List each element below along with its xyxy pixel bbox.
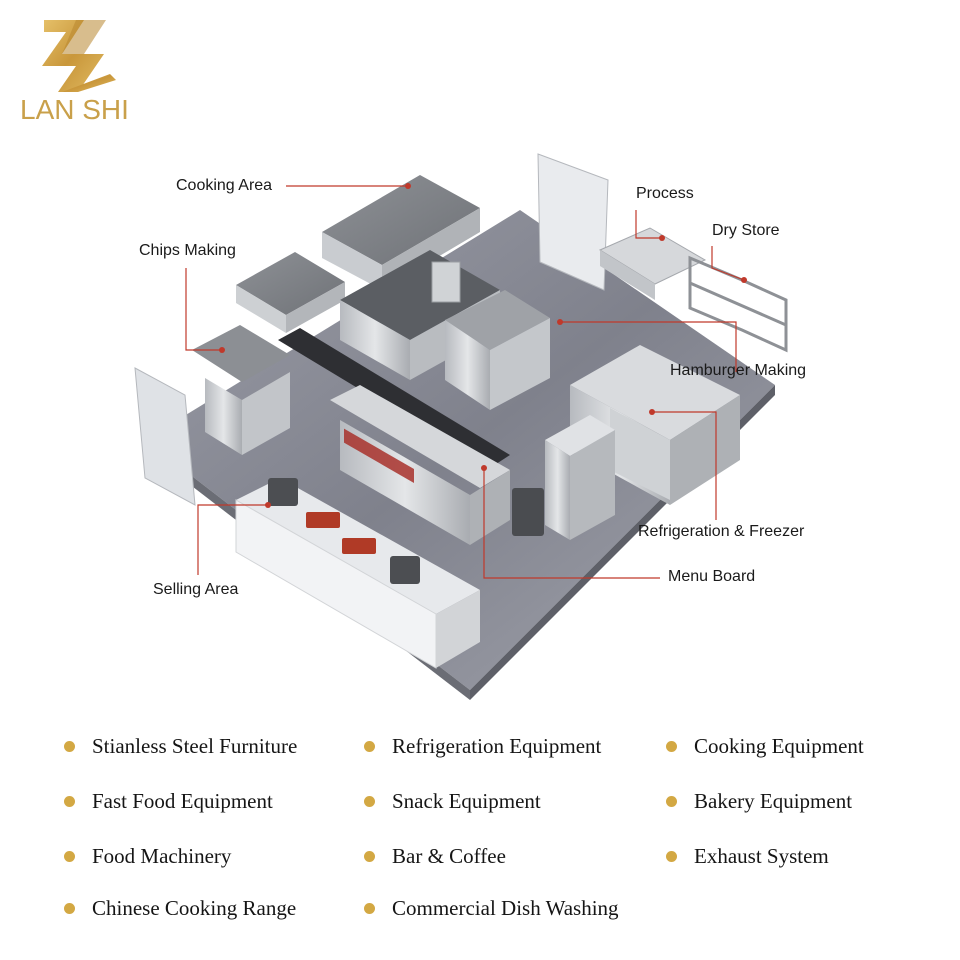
- label-process: Process: [636, 185, 694, 202]
- list-item: Bar & Coffee: [364, 844, 506, 869]
- bullet-icon: [64, 796, 75, 807]
- bullet-icon: [364, 903, 375, 914]
- list-item: Refrigeration Equipment: [364, 734, 601, 759]
- label-chips-making: Chips Making: [139, 242, 236, 259]
- list-item: Exhaust System: [666, 844, 829, 869]
- leader-dry-store: [711, 246, 745, 281]
- menu-board-counter: [278, 328, 510, 468]
- list-item: Bakery Equipment: [666, 789, 852, 814]
- refrigerator-large: [570, 345, 740, 440]
- list-item: Food Machinery: [64, 844, 231, 869]
- soft-serve-machine: [512, 488, 544, 536]
- pos-terminal-1: [268, 478, 298, 506]
- bullet-icon: [666, 741, 677, 752]
- list-item: Stianless Steel Furniture: [64, 734, 297, 759]
- label-hamburger-making: Hamburger Making: [670, 362, 807, 379]
- kitchen-layout-diagram: [134, 153, 788, 700]
- label-menu-board: Menu Board: [668, 568, 756, 585]
- leader-process: [635, 210, 662, 239]
- left-door: [134, 367, 196, 506]
- bullet-icon: [64, 741, 75, 752]
- label-refrigeration-freezer: Refrigeration & Freezer: [638, 523, 805, 540]
- leader-hamburger: [560, 321, 737, 372]
- fryer-station: [192, 325, 290, 382]
- food-tray-2: [342, 538, 376, 554]
- bullet-icon: [364, 851, 375, 862]
- bullet-icon: [364, 796, 375, 807]
- leader-selling-area: [197, 504, 268, 575]
- brand-name: LAN SHI: [20, 94, 129, 125]
- hamburger-station: [445, 290, 550, 350]
- leader-menu-board: [483, 468, 660, 579]
- bullet-icon: [64, 903, 75, 914]
- label-selling-area: Selling Area: [153, 581, 239, 598]
- label-cooking-area: Cooking Area: [176, 177, 273, 194]
- lan-shi-logo-icon: [42, 20, 116, 92]
- leader-refrigeration: [652, 411, 717, 520]
- bullet-icon: [64, 851, 75, 862]
- list-item: Cooking Equipment: [666, 734, 864, 759]
- chips-hood: [236, 252, 345, 315]
- list-item: Fast Food Equipment: [64, 789, 273, 814]
- food-tray-1: [306, 512, 340, 528]
- list-item: Snack Equipment: [364, 789, 541, 814]
- list-item: Commercial Dish Washing: [364, 896, 619, 921]
- pos-terminal-2: [390, 556, 420, 584]
- bullet-icon: [666, 851, 677, 862]
- product-category-list: Stianless Steel Furniture Refrigeration …: [0, 720, 960, 960]
- refrigerator-small: [545, 415, 615, 456]
- back-door: [537, 153, 609, 291]
- leader-chips-making: [185, 268, 222, 351]
- label-dry-store: Dry Store: [712, 222, 780, 239]
- bullet-icon: [364, 741, 375, 752]
- process-sinks: [598, 227, 707, 285]
- cooking-hood: [322, 175, 480, 265]
- bullet-icon: [666, 796, 677, 807]
- list-item: Chinese Cooking Range: [64, 896, 296, 921]
